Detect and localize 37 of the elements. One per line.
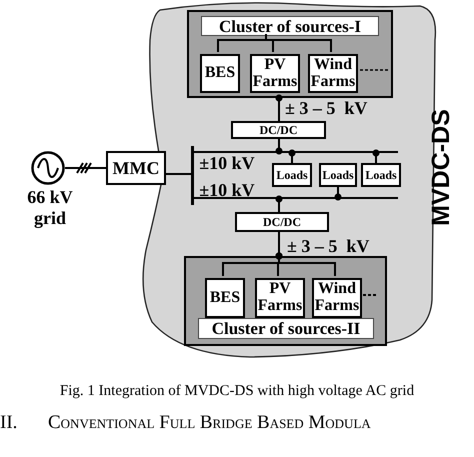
connector-line — [276, 94, 282, 121]
section-heading: Conventional Full Bridge Based Modula — [48, 412, 371, 434]
component-box: BES — [205, 278, 245, 318]
connector-line — [276, 139, 282, 154]
component-box: Loads — [361, 163, 401, 187]
component-box: DC/DC — [231, 121, 326, 139]
ac-source-symbol — [31, 151, 65, 185]
connector-line — [334, 187, 342, 200]
voltage-label: 66 kV grid — [26, 187, 74, 228]
source-cluster-panel — [184, 256, 387, 346]
source-cluster-panel — [187, 10, 393, 98]
component-box: Wind Farms — [312, 278, 362, 318]
voltage-label: ±10 kV — [198, 180, 256, 201]
connector-line — [166, 173, 191, 175]
component-box: DC/DC — [235, 212, 329, 232]
voltage-label: ± 3 – 5 kV — [287, 237, 370, 255]
component-box: Loads — [272, 163, 312, 187]
connector-line — [288, 150, 296, 163]
voltage-label: ± 3 – 5 kV — [285, 99, 368, 117]
converter-box: MMC — [106, 151, 166, 185]
voltage-label: ±10 kV — [198, 153, 256, 174]
component-box: PV Farms — [255, 278, 305, 318]
bus-bar — [191, 146, 194, 205]
cluster-heading: Cluster of sources-II — [198, 318, 374, 339]
connector-line — [276, 196, 282, 212]
connector-line — [276, 252, 336, 276]
component-box: Wind Farms — [308, 54, 358, 93]
cluster-heading: Cluster of sources-I — [201, 16, 379, 36]
figure-caption: Fig. 1 Integration of MVDC-DS with high voltage AC grid — [58, 383, 416, 400]
connector-line — [265, 34, 332, 52]
section-number: II. — [0, 412, 18, 434]
component-box: BES — [200, 54, 240, 93]
connector-line — [65, 167, 106, 169]
connector-line — [372, 150, 380, 163]
region-title: MVDC-DS — [428, 109, 454, 226]
component-box: Loads — [319, 163, 357, 187]
component-box: PV Farms — [250, 54, 300, 93]
